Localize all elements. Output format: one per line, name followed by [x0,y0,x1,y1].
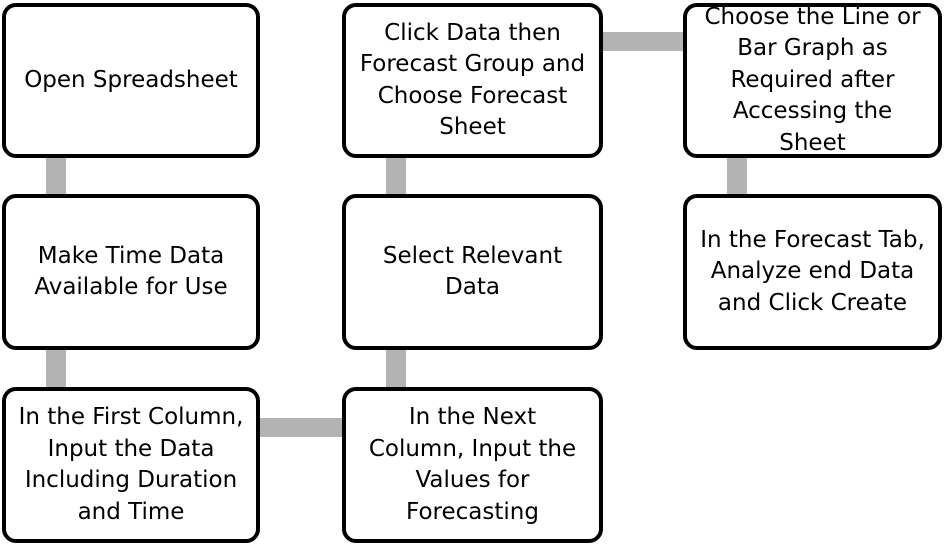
connector-step1-step2 [46,154,66,198]
step-select-relevant-data: Select Relevant Data [342,194,603,350]
step-choose-line-or-bar-graph-label: Choose the Line or Bar Graph as Required… [704,3,921,156]
step-open-spreadsheet-label: Open Spreadsheet [24,66,238,93]
step-select-relevant-data-label: Select Relevant Data [382,242,563,301]
connector-step7-step8 [727,154,747,198]
step-click-data-forecast-sheet-label: Click Data then Forecast Group and Choos… [359,19,586,141]
step-make-time-data-available-label: Make Time Data Available for Use [34,242,228,301]
connector-step2-step3 [46,347,66,390]
connector-step5-step6 [386,154,406,198]
step-forecast-tab-create: In the Forecast Tab, Analyze end Data an… [683,194,942,350]
step-input-data-first-column: In the First Column, Input the Data Incl… [2,387,260,543]
step-forecast-tab-create-label: In the Forecast Tab, Analyze end Data an… [700,226,925,316]
step-choose-line-or-bar-graph: Choose the Line or Bar Graph as Required… [683,3,942,158]
connector-step3-step4 [258,418,346,437]
step-input-values-next-column-label: In the Next Column, Input the Values for… [368,404,577,525]
step-open-spreadsheet: Open Spreadsheet [2,3,260,158]
step-click-data-forecast-sheet: Click Data then Forecast Group and Choos… [342,3,603,158]
connector-step4-step5 [386,347,406,390]
step-input-data-first-column-label: In the First Column, Input the Data Incl… [18,404,244,525]
connector-step6-step7 [599,32,687,51]
step-input-values-next-column: In the Next Column, Input the Values for… [342,387,603,543]
step-make-time-data-available: Make Time Data Available for Use [2,194,260,350]
